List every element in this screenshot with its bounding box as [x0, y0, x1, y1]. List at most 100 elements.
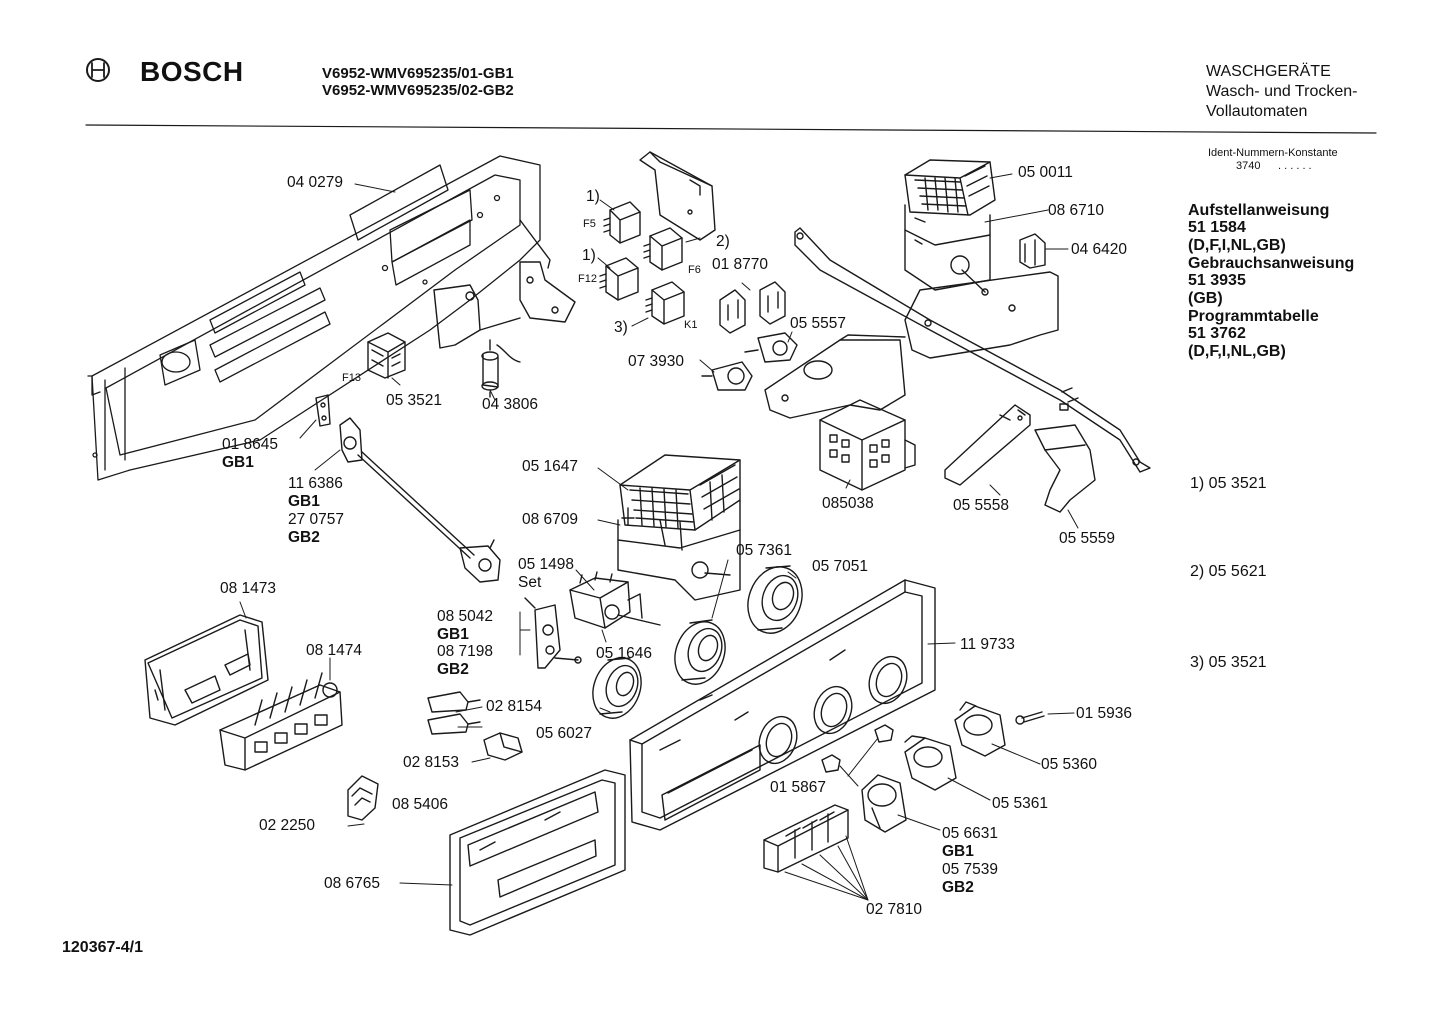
part-label-055361: 05 5361	[992, 795, 1049, 812]
knob-055360-part	[955, 702, 1005, 756]
part-label-085406: 08 5406	[392, 796, 449, 813]
part-label-015867: 01 5867	[770, 779, 827, 796]
plug-connector-028153-part	[484, 733, 522, 760]
part-label-081473: 08 1473	[220, 580, 277, 597]
push-buttons-027810-part	[764, 805, 848, 872]
knob-cap-015867-part	[822, 725, 893, 772]
part-label-056631: 05 6631	[942, 825, 999, 842]
part-label-055558: 05 5558	[953, 497, 1010, 514]
part-label-085042: 08 5042	[437, 608, 494, 625]
doc-title-setup: Aufstellanweisung	[1188, 202, 1330, 219]
part-label-270757: 27 0757	[288, 511, 345, 528]
part-label-022250: 02 2250	[259, 817, 316, 834]
switch-f6-part	[644, 228, 682, 270]
part-label-057361: 05 7361	[736, 542, 793, 559]
part-label-015936: 01 5936	[1076, 705, 1133, 722]
bosch-armature-logo-icon	[87, 59, 109, 81]
connector-046420-part	[1020, 234, 1045, 268]
knob-ring-057361-part	[667, 615, 734, 692]
part-label-043806: 04 3806	[482, 396, 539, 413]
switch-f13-part	[368, 333, 405, 378]
part-label-057539-variant: GB2	[942, 879, 974, 896]
part-label-073930: 07 3930	[628, 353, 685, 370]
switch-f5-part	[604, 202, 640, 243]
footnote-3: 3) 05 3521	[1190, 654, 1267, 671]
part-label-085042-variant: GB1	[437, 626, 469, 643]
doc-langs-operating: (GB)	[1188, 290, 1223, 307]
doc-number-setup: 51 1584	[1188, 219, 1246, 236]
part-label-116386-variant: GB1	[288, 493, 320, 510]
part-label-053521: 05 3521	[386, 392, 443, 409]
part-label-051498-set: Set	[518, 574, 542, 591]
footnote-marker-2: 2)	[716, 233, 730, 250]
part-label-087198-variant: GB2	[437, 661, 469, 678]
panel-bracket-part	[434, 220, 575, 348]
category-line-2: Wasch- und Trocken-	[1206, 83, 1358, 100]
leader-lines-027810	[785, 836, 868, 900]
part-label-051647: 05 1647	[522, 458, 579, 475]
part-label-050011: 05 0011	[1018, 164, 1073, 181]
part-label-086709: 08 6709	[522, 511, 579, 528]
part-label-028153: 02 8153	[403, 754, 460, 771]
timer-050011-part	[905, 160, 995, 295]
programme-selector-051647-part	[618, 455, 740, 600]
relay-block-085038-part	[820, 400, 915, 490]
doc-number-programme: 51 3762	[1188, 325, 1246, 342]
switch-label-f5: F5	[583, 218, 596, 230]
doc-langs-setup: (D,F,I,NL,GB)	[1188, 237, 1286, 254]
knob-ring-057051-part	[739, 559, 811, 641]
ident-label: Ident-Nummern-Konstante	[1208, 147, 1338, 159]
header-rule	[86, 125, 1376, 133]
footnote-marker-3: 3)	[614, 319, 628, 336]
brand-name: BOSCH	[140, 56, 244, 87]
bracket-055558-part	[945, 405, 1030, 485]
drawing-number: 120367-4/1	[62, 939, 143, 956]
ident-value: 3740	[1236, 160, 1261, 172]
part-label-056631-variant: GB1	[942, 843, 974, 860]
part-label-081474: 08 1474	[306, 642, 363, 659]
flat-connector-028154-part	[428, 692, 480, 734]
connector-frame-081473-part	[145, 615, 268, 725]
footnote-1: 1) 05 3521	[1190, 475, 1267, 492]
part-label-018770: 01 8770	[712, 256, 769, 273]
screw-015936-part	[1016, 712, 1044, 724]
part-label-057539: 05 7539	[942, 861, 999, 878]
ident-dots: . . . . . .	[1278, 160, 1312, 172]
switch-label-k1: K1	[684, 319, 698, 331]
switch-label-f13: F13	[342, 372, 361, 384]
footnote-marker-1b: 1)	[582, 247, 596, 264]
model-line-2: V6952-WMV695235/02-GB2	[322, 82, 514, 99]
part-label-046420: 04 6420	[1071, 241, 1128, 258]
footnote-2: 2) 05 5621	[1190, 563, 1267, 580]
rear-panel-part	[88, 156, 540, 480]
clip-018770-part	[720, 282, 785, 333]
switch-label-f6: F6	[688, 264, 701, 276]
bracket-055559-part	[1035, 425, 1095, 512]
part-label-055557: 05 5557	[790, 315, 847, 332]
capacitor-part	[482, 340, 520, 397]
part-label-018645-variant: GB1	[222, 454, 254, 471]
selector-switch-051498-part	[570, 572, 660, 628]
part-label-056027: 05 6027	[536, 725, 593, 742]
part-label-116386: 11 6386	[288, 475, 343, 492]
thermostat-073930-part	[702, 362, 752, 390]
model-line-1: V6952-WMV695235/01-GB1	[322, 65, 514, 82]
switch-f12-part	[600, 258, 638, 300]
switch-mounting-bracket-part	[640, 152, 715, 240]
control-panel-fascia-119733-part	[630, 580, 935, 830]
doc-number-operating: 51 3935	[1188, 272, 1246, 289]
fascia-086765-part	[450, 770, 625, 935]
connector-block-081474-part	[220, 673, 342, 770]
part-label-055559: 05 5559	[1059, 530, 1116, 547]
mounting-plate-part	[765, 335, 905, 418]
part-label-051498: 05 1498	[518, 556, 575, 573]
footnote-marker-1a: 1)	[586, 188, 600, 205]
doc-title-programme: Programmtabelle	[1188, 308, 1319, 325]
part-label-057051: 05 7051	[812, 558, 869, 575]
knob-ring-056027-part	[585, 651, 649, 725]
part-label-040279: 04 0279	[287, 174, 344, 191]
doc-langs-programme: (D,F,I,NL,GB)	[1188, 343, 1286, 360]
part-label-086710: 08 6710	[1048, 202, 1105, 219]
